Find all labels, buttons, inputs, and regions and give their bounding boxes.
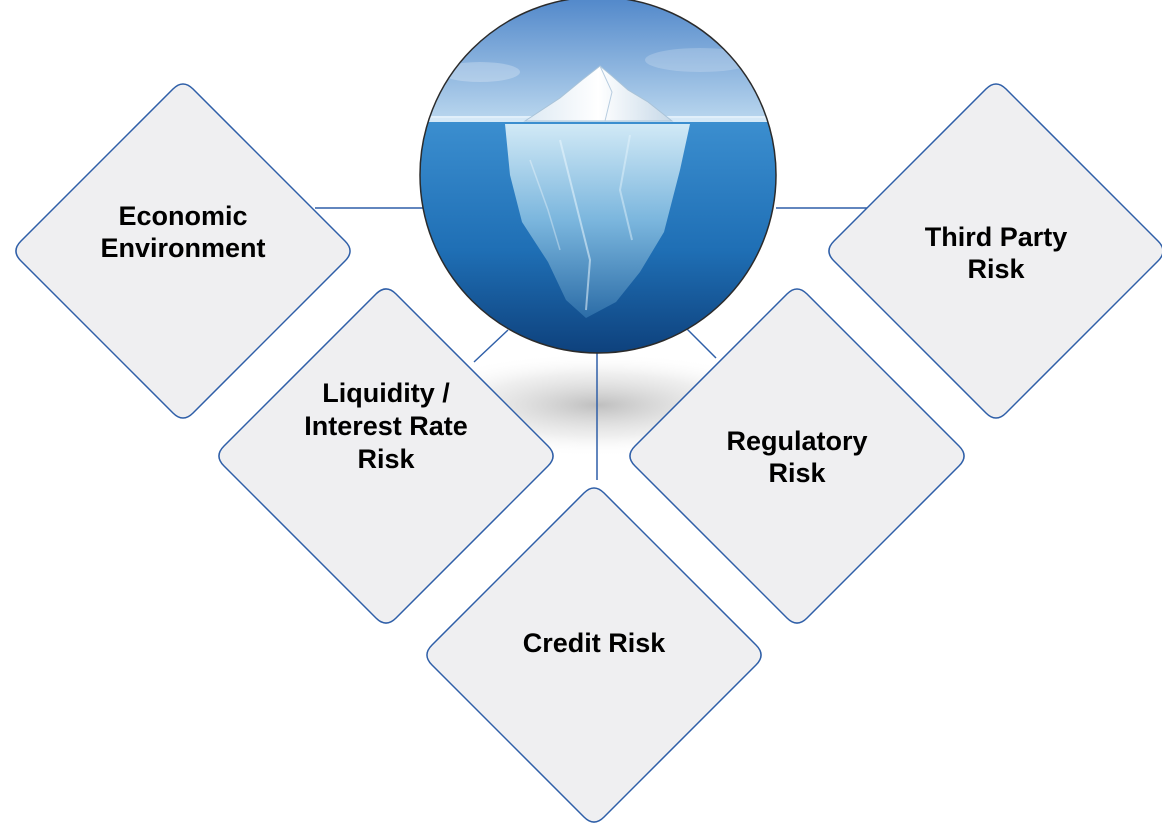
node-liquidity-label-line: Risk bbox=[357, 444, 415, 474]
node-liquidity-label-line: Interest Rate bbox=[304, 411, 468, 441]
node-third-party-label-line: Risk bbox=[967, 254, 1025, 284]
connector-regulatory bbox=[683, 325, 717, 359]
node-third-party-diamond bbox=[828, 83, 1162, 419]
node-regulatory-label-line: Risk bbox=[768, 458, 826, 488]
node-credit-label-line: Credit Risk bbox=[523, 628, 667, 658]
node-regulatory-label-line: Regulatory bbox=[726, 426, 867, 456]
iceberg-icon bbox=[419, 0, 777, 354]
node-credit-diamond bbox=[426, 487, 762, 823]
node-liquidity-label-line: Liquidity / bbox=[322, 378, 450, 408]
node-economic-label-line: Environment bbox=[100, 233, 265, 263]
node-liquidity-diamond bbox=[218, 288, 554, 624]
node-regulatory-diamond bbox=[629, 288, 965, 624]
node-credit-label: Credit Risk bbox=[523, 628, 667, 658]
node-third-party-label-line: Third Party bbox=[925, 222, 1068, 252]
connector-liquidity bbox=[473, 329, 509, 363]
node-economic-label-line: Economic bbox=[118, 201, 247, 231]
node-economic-diamond bbox=[15, 83, 351, 419]
connector-lines bbox=[315, 207, 868, 480]
node-credit: Credit Risk bbox=[426, 487, 762, 823]
